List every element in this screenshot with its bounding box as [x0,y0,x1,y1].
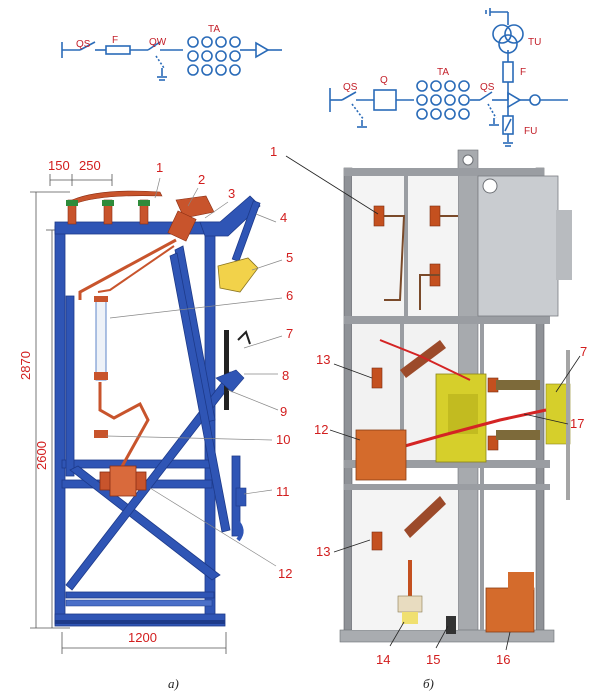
callout-number: 13 [316,544,330,559]
callout-number: 10 [276,432,290,447]
callout-number: 1 [156,160,163,175]
schematic-b-label: TA [437,67,449,78]
callout-number: 8 [282,368,289,383]
busbars [67,190,215,242]
schematic-a-label: QW [149,37,167,48]
dimension-label: 2600 [34,441,49,470]
callout-number: 2 [198,172,205,187]
callout-number: 11 [276,484,290,499]
schematic-b-label: Q [380,75,388,86]
busbar-insulators [66,200,150,206]
figure-b-cabinet: 1 13 12 13 7 17 14 15 16 б) [270,144,587,691]
voltage-transformer-icon [492,24,524,54]
callout-number: 12 [278,566,292,581]
callout-number: 13 [316,352,330,367]
schematic-a-label: QS [76,39,91,50]
current-transformer-icon [187,36,241,76]
callout-number: 4 [280,210,287,225]
schematic-b-label: F [520,67,526,78]
schematic-a-label: F [112,35,118,46]
schematic-a: QS F QW TA [61,24,282,81]
callout-number: 5 [286,250,293,265]
current-transformer-icon [416,80,470,120]
callout-leaders [105,177,283,567]
callout-number: 12 [314,422,328,437]
schematic-b: QS Q TA QS TU F FU [329,8,568,147]
callout-number: 9 [280,404,287,419]
schematic-a-label: TA [208,24,220,35]
figure-a-cabinet: 150 250 2870 2600 1200 [18,158,293,691]
schematic-b-label: TU [528,37,541,48]
callout-number: 17 [570,416,584,431]
callout-number: 6 [286,288,293,303]
callout-number: 3 [228,186,235,201]
callout-number: 15 [426,652,440,667]
callout-number: 7 [286,326,293,341]
dimension-label: 1200 [128,630,157,645]
figure-caption: б) [423,676,434,691]
dimension-label: 250 [79,158,101,173]
figure-caption: а) [168,676,179,691]
schematic-b-label: QS [480,82,495,93]
callout-leaders [285,155,581,651]
schematic-b-label: FU [524,126,537,137]
schematic-b-label: QS [343,82,358,93]
callout-number: 16 [496,652,510,667]
callout-number: 7 [580,344,587,359]
callout-number: 1 [270,144,277,159]
dimension-label: 2870 [18,351,33,380]
callout-number: 14 [376,652,390,667]
dimension-label: 150 [48,158,70,173]
